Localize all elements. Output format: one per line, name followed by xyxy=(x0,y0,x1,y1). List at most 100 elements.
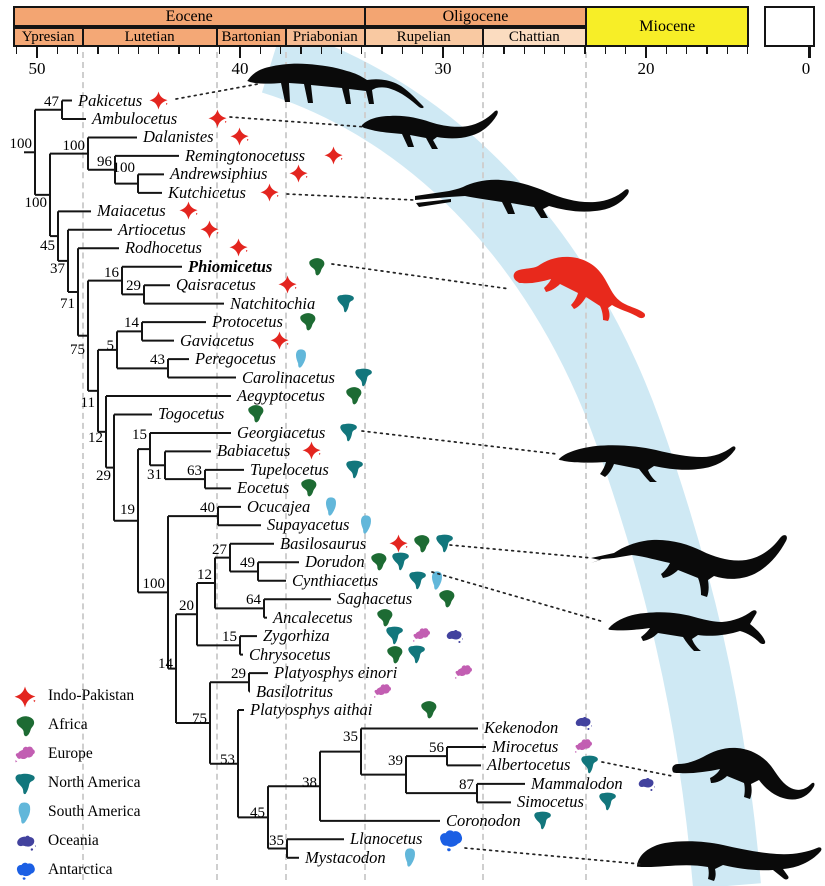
axis-minor-tick xyxy=(584,47,586,54)
antarctica-icon xyxy=(440,830,463,852)
axis-minor-tick xyxy=(219,47,221,54)
support-value: 29 xyxy=(96,467,111,484)
oceania-icon xyxy=(575,717,592,731)
baleen-whale-silhouette xyxy=(636,841,822,881)
axis-minor-tick xyxy=(706,47,708,54)
axis-label-20: 20 xyxy=(637,59,655,78)
taxon-label-remingtonocetuss: Remingtonocetuss xyxy=(185,145,306,165)
axis-label-zero: 0 xyxy=(801,59,811,78)
support-value: 100 xyxy=(24,194,48,211)
support-value: 87 xyxy=(459,777,474,794)
support-value: 27 xyxy=(212,541,227,558)
support-value: 35 xyxy=(269,832,284,849)
axis-minor-tick xyxy=(401,47,404,54)
taxon-label-babiacetus: Babiacetus xyxy=(217,441,291,461)
oceania-icon xyxy=(17,835,36,851)
taxon-label-llanocetus: Llanocetus xyxy=(350,829,423,849)
axis-major-tick xyxy=(238,47,242,58)
stage-priabonian: Priabonian xyxy=(284,27,366,47)
indo-pakistan-icon xyxy=(260,183,279,202)
axis-minor-tick xyxy=(564,47,566,54)
africa-icon xyxy=(421,701,437,719)
support-value: 47 xyxy=(44,93,59,110)
axis-minor-tick xyxy=(381,47,383,54)
support-value: 16 xyxy=(104,264,119,281)
taxon-label-ancalecetus: Ancalecetus xyxy=(273,607,353,627)
stage-lutetian: Lutetian xyxy=(81,27,218,47)
europe-icon xyxy=(412,628,431,643)
axis-major-tick xyxy=(35,47,39,58)
support-value: 15 xyxy=(222,629,237,646)
taxon-label-pakicetus: Pakicetus xyxy=(78,90,143,110)
taxon-label-saghacetus: Saghacetus xyxy=(337,589,413,609)
north-america-icon xyxy=(337,294,354,312)
axis-minor-tick xyxy=(16,47,18,54)
support-value: 75 xyxy=(192,710,207,727)
north-america-icon xyxy=(340,423,357,442)
indo-pakistan-icon xyxy=(289,164,308,183)
support-value: 20 xyxy=(179,598,194,615)
stage-boundary-gridline xyxy=(363,52,366,880)
taxon-label-dorudon: Dorudon xyxy=(305,552,365,572)
support-value: 71 xyxy=(60,295,75,312)
axis-minor-tick xyxy=(604,47,607,54)
north-america-icon xyxy=(355,368,372,386)
axis-minor-tick xyxy=(158,47,160,54)
europe-icon xyxy=(15,746,35,763)
north-america-icon xyxy=(346,460,363,479)
support-value: 35 xyxy=(343,728,358,745)
support-value: 29 xyxy=(231,666,246,683)
africa-icon xyxy=(300,313,316,331)
south-america-icon xyxy=(360,515,371,534)
south-america-icon xyxy=(18,802,31,824)
support-value: 14 xyxy=(158,655,173,672)
support-value: 38 xyxy=(302,775,317,792)
africa-icon xyxy=(346,387,362,405)
indo-pakistan-icon xyxy=(200,220,219,239)
taxon-label-ambulocetus: Ambulocetus xyxy=(92,108,178,128)
indo-pakistan-icon xyxy=(208,109,227,128)
stage-bartonian: Bartonian xyxy=(215,27,287,47)
legend-label-oceania: Oceania xyxy=(48,832,99,849)
taxon-label-kutchicetus: Kutchicetus xyxy=(168,182,246,202)
taxon-label-basilosaurus: Basilosaurus xyxy=(280,533,367,553)
epoch-oligocene: Oligocene xyxy=(363,6,588,27)
support-value: 100 xyxy=(9,136,33,153)
taxon-label-carolinacetus: Carolinacetus xyxy=(242,367,335,387)
stage-rupelian: Rupelian xyxy=(363,27,484,47)
africa-icon xyxy=(301,479,317,497)
support-value: 96 xyxy=(97,153,112,170)
taxon-label-platyosphys-einori: Platyosphys einori xyxy=(274,663,398,683)
axis-minor-tick xyxy=(422,47,424,54)
axis-minor-tick xyxy=(523,47,525,54)
axis-minor-tick xyxy=(685,47,688,54)
europe-icon xyxy=(454,665,473,680)
axis-minor-tick xyxy=(137,47,140,54)
legend-label-europe: Europe xyxy=(48,745,93,762)
taxon-label-protocetus: Protocetus xyxy=(212,312,283,332)
axis-minor-tick xyxy=(97,47,99,54)
remingtonocetid-silhouette xyxy=(415,179,629,218)
axis-minor-tick xyxy=(543,47,546,54)
taxon-label-platyosphys-aithai: Platyosphys aithai xyxy=(250,700,373,719)
indo-pakistan-icon xyxy=(270,331,289,350)
indo-pakistan-icon xyxy=(278,275,297,294)
taxon-label-gaviacetus: Gaviacetus xyxy=(180,330,255,350)
indo-pakistan-icon xyxy=(324,146,343,165)
support-value: 12 xyxy=(88,429,103,446)
support-value: 64 xyxy=(246,592,261,609)
africa-icon xyxy=(377,608,393,627)
indo-pakistan-icon xyxy=(302,441,321,460)
indo-pakistan-icon xyxy=(229,238,248,257)
taxon-label-chrysocetus: Chrysocetus xyxy=(249,644,331,664)
axis-minor-tick xyxy=(462,47,464,54)
legend-label-north-america: North America xyxy=(48,774,141,791)
support-value: 56 xyxy=(429,740,444,757)
taxon-label-georgiacetus: Georgiacetus xyxy=(237,422,326,442)
africa-icon xyxy=(414,534,430,553)
indo-pakistan-icon xyxy=(389,534,408,553)
basilosaurus-silhouette xyxy=(591,535,787,597)
north-america-icon xyxy=(15,773,35,795)
europe-icon xyxy=(574,739,593,753)
axis-minor-tick xyxy=(117,47,119,54)
